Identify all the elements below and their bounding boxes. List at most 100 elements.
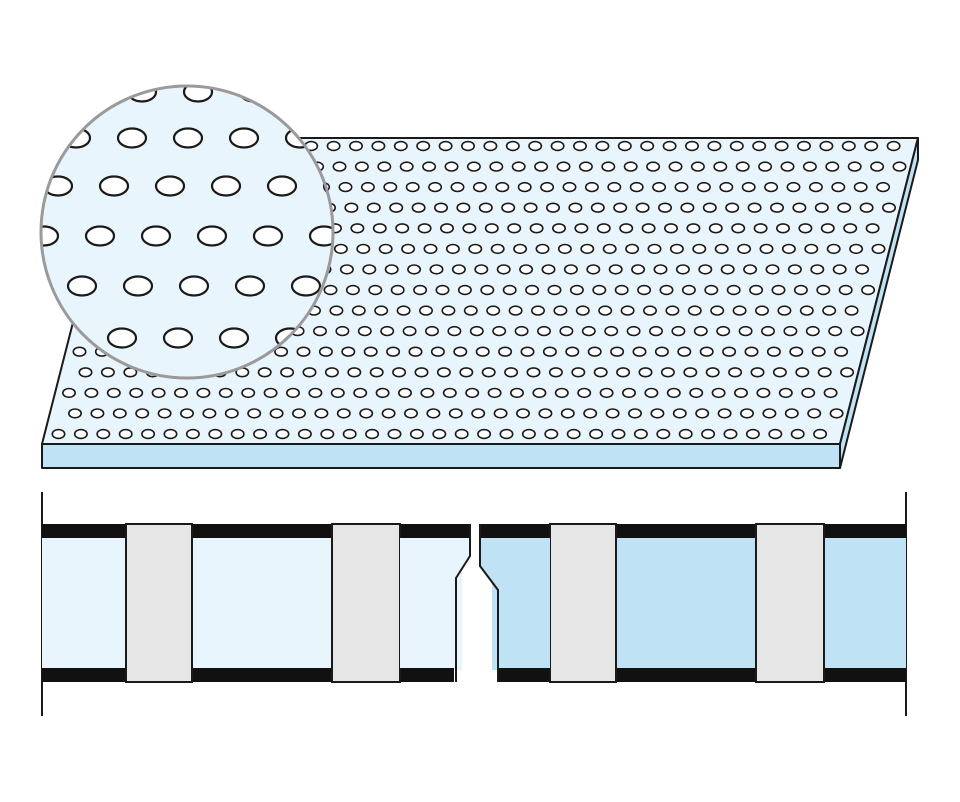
hole-icon (369, 367, 384, 378)
hole-icon (753, 223, 768, 234)
hole-icon (710, 305, 725, 316)
hole-icon (760, 325, 775, 337)
hole-icon (356, 243, 371, 255)
hole-icon (744, 346, 759, 357)
hole-icon (772, 367, 787, 378)
hole-icon (602, 243, 617, 255)
hole-icon (430, 346, 445, 357)
top-skin-left (42, 524, 470, 538)
hole-icon (837, 202, 852, 213)
hole-icon (556, 161, 571, 172)
hole-icon (741, 181, 756, 193)
hole-icon (714, 243, 729, 255)
hole-icon (444, 161, 459, 172)
hole-icon (451, 264, 466, 275)
hole-icon (428, 181, 443, 193)
hole-icon (599, 387, 614, 399)
hole-icon (477, 428, 492, 440)
hole-icon (589, 428, 604, 440)
hole-icon (572, 140, 587, 152)
hole-icon (801, 387, 816, 399)
hole-icon (41, 86, 46, 103)
hole-icon (438, 140, 453, 152)
hole-icon (523, 202, 538, 213)
hole-icon (357, 325, 372, 337)
hole-icon (826, 243, 841, 255)
hole-icon (396, 305, 411, 316)
hole-icon (692, 243, 707, 255)
hole-icon (507, 223, 522, 234)
hole-icon (72, 346, 87, 357)
groove-edge-left (400, 538, 470, 668)
hole-icon (604, 325, 619, 337)
hole-icon (274, 346, 289, 357)
hole-icon (234, 275, 266, 297)
hole-icon (850, 325, 865, 337)
hole-icon (802, 161, 817, 172)
hole-icon (831, 181, 846, 193)
hole-icon (478, 202, 493, 213)
insert-3 (549, 523, 617, 683)
hole-icon (739, 408, 754, 419)
hole-icon (828, 325, 843, 337)
hole-icon (374, 305, 389, 316)
hole-icon (640, 140, 655, 152)
hole-icon (547, 284, 562, 296)
hole-icon (838, 284, 853, 296)
hole-icon (825, 161, 840, 172)
hole-icon (814, 202, 829, 213)
hole-icon (554, 387, 569, 399)
hole-icon (466, 161, 481, 172)
hole-icon (707, 140, 722, 152)
hole-icon (224, 408, 239, 419)
hole-icon (266, 175, 298, 197)
hole-icon (841, 140, 856, 152)
insert-1 (125, 523, 193, 683)
hole-icon (876, 181, 891, 193)
cross-section-left (42, 523, 471, 683)
hole-icon (395, 223, 410, 234)
hole-icon (141, 428, 156, 440)
hole-icon (0, 329, 24, 348)
hole-icon (621, 387, 636, 399)
hole-icon (456, 202, 471, 213)
hole-icon (698, 264, 713, 275)
hole-icon (302, 367, 317, 378)
hole-icon (623, 161, 638, 172)
hole-icon (532, 387, 547, 399)
hole-icon (453, 346, 468, 357)
hole-icon (61, 387, 76, 399)
hole-icon (363, 346, 378, 357)
hole-icon (633, 428, 648, 440)
hole-icon (429, 264, 444, 275)
hole-icon (540, 181, 555, 193)
magnified-detail (0, 84, 335, 380)
hole-icon (681, 284, 696, 296)
hole-icon (542, 346, 557, 357)
hole-icon (484, 223, 499, 234)
tongue-edge-right (480, 538, 550, 668)
groove-outline (455, 524, 471, 682)
hole-icon (695, 408, 710, 419)
hole-icon (747, 202, 762, 213)
hole-icon (610, 346, 625, 357)
hole-icon (716, 325, 731, 337)
hole-icon (775, 223, 790, 234)
hole-icon (362, 264, 377, 275)
hole-icon (625, 243, 640, 255)
hole-icon (819, 140, 834, 152)
hole-icon (843, 223, 858, 234)
hole-icon (359, 408, 374, 419)
hole-icon (769, 202, 784, 213)
hole-icon (90, 408, 105, 419)
hole-icon (154, 175, 186, 197)
hole-icon (663, 223, 678, 234)
hole-icon (544, 428, 559, 440)
hole-icon (548, 367, 563, 378)
hole-icon (483, 140, 498, 152)
hole-icon (563, 264, 578, 275)
hole-icon (416, 140, 431, 152)
hole-icon (504, 367, 519, 378)
hole-icon (551, 223, 566, 234)
hole-icon (637, 284, 652, 296)
